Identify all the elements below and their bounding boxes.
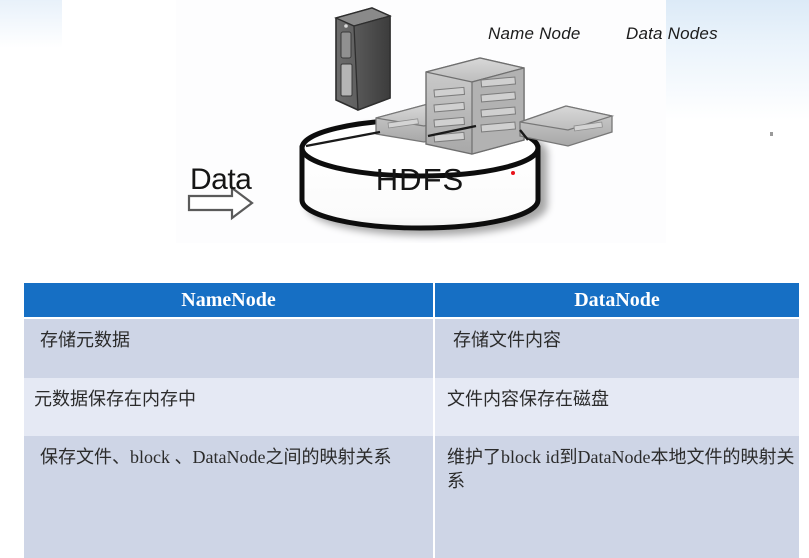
cell-text: 存储元数据 <box>40 330 130 350</box>
cell-text: 文件内容保存在磁盘 <box>447 389 609 409</box>
table-row: 元数据保存在内存中 文件内容保存在磁盘 <box>24 378 799 436</box>
table-row: 存储元数据 存储文件内容 <box>24 318 799 378</box>
table-row: 保存文件、block 、DataNode之间的映射关系 维护了block id到… <box>24 436 799 558</box>
name-node-server-icon <box>334 7 392 111</box>
cursor-pointer-dot <box>511 171 515 175</box>
cell-datanode-mapping: 维护了block id到DataNode本地文件的映射关系 <box>433 436 799 558</box>
diagram-graphics: HDFS <box>187 7 615 231</box>
cell-namenode-memory: 元数据保存在内存中 <box>24 378 434 436</box>
hdfs-label: HDFS <box>376 162 464 197</box>
background-gradient-corner <box>649 0 809 120</box>
cell-text: 保存文件、block 、DataNode之间的映射关系 <box>40 447 392 467</box>
connector-lines <box>305 124 529 148</box>
cell-datanode-disk: 文件内容保存在磁盘 <box>433 378 799 436</box>
artifact-mark <box>770 132 773 136</box>
cell-namenode-mapping: 保存文件、block 、DataNode之间的映射关系 <box>24 436 434 558</box>
cell-text: 存储文件内容 <box>453 330 561 350</box>
column-header-datanode: DataNode <box>433 283 799 319</box>
cell-text: 元数据保存在内存中 <box>34 389 196 409</box>
hdfs-cylinder-icon <box>299 117 541 231</box>
cell-namenode-storage: 存储元数据 <box>24 318 434 378</box>
column-header-namenode: NameNode <box>24 283 434 319</box>
data-node-rack-stack-icon <box>425 57 525 155</box>
name-node-caption: Name Node <box>488 24 581 43</box>
data-nodes-caption: Data Nodes <box>626 24 718 43</box>
hdfs-architecture-diagram: Name Node Data Nodes <box>176 0 718 243</box>
data-flow-arrow-icon <box>187 185 254 221</box>
table-header-row: NameNode DataNode <box>24 283 799 319</box>
cell-text: 维护了block id到DataNode本地文件的映射关系 <box>447 447 795 492</box>
background-gradient-left <box>0 0 62 48</box>
data-input-label: Data <box>190 163 252 196</box>
cell-datanode-storage: 存储文件内容 <box>433 318 799 378</box>
data-node-server-icon-right <box>519 105 615 147</box>
namenode-datanode-comparison-table: NameNode DataNode 存储元数据 存储文件内容 元数据保存在内存中… <box>24 283 799 558</box>
